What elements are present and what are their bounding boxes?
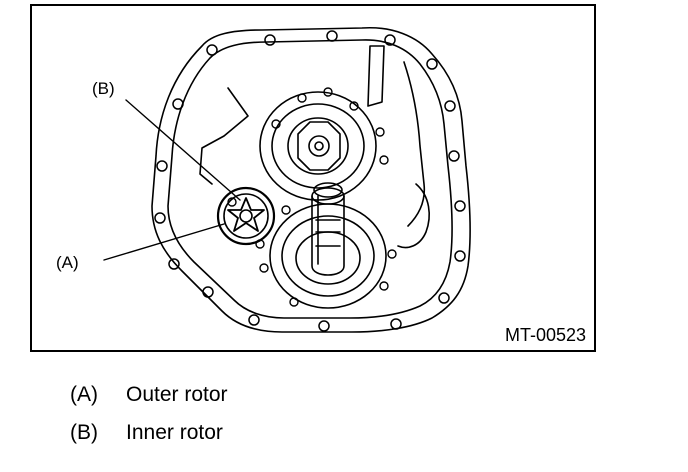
oil-pump-rotors [216, 186, 276, 246]
callout-leader-b [125, 99, 241, 201]
case-bracket [199, 87, 249, 185]
legend-item-b: (B) Inner rotor [70, 422, 223, 443]
case-rib-2 [403, 61, 426, 227]
case-rib [367, 45, 385, 107]
legend-text: Inner rotor [126, 421, 223, 444]
case-rib-3 [397, 183, 430, 249]
inner-rotor [227, 197, 265, 232]
perimeter-bolt-holes [154, 30, 466, 332]
transmission-case-drawing [103, 26, 471, 333]
case-inner-outline [167, 39, 453, 319]
figure-code: MT-00523 [504, 325, 586, 345]
outer-rotor [216, 186, 276, 246]
upper-bearing [259, 91, 377, 201]
legend-text: Outer rotor [126, 383, 228, 406]
callout-label-b: (B) [92, 79, 115, 98]
figure-frame: (B) (A) MT-00523 [30, 4, 596, 352]
callout-leader-a [103, 223, 225, 261]
case-outer-outline [151, 26, 471, 333]
legend-key: (A) [70, 383, 98, 406]
callout-label-a: (A) [56, 253, 79, 272]
legend-item-a: (A) Outer rotor [70, 384, 228, 405]
legend-key: (B) [70, 421, 98, 444]
shaft [311, 182, 345, 276]
